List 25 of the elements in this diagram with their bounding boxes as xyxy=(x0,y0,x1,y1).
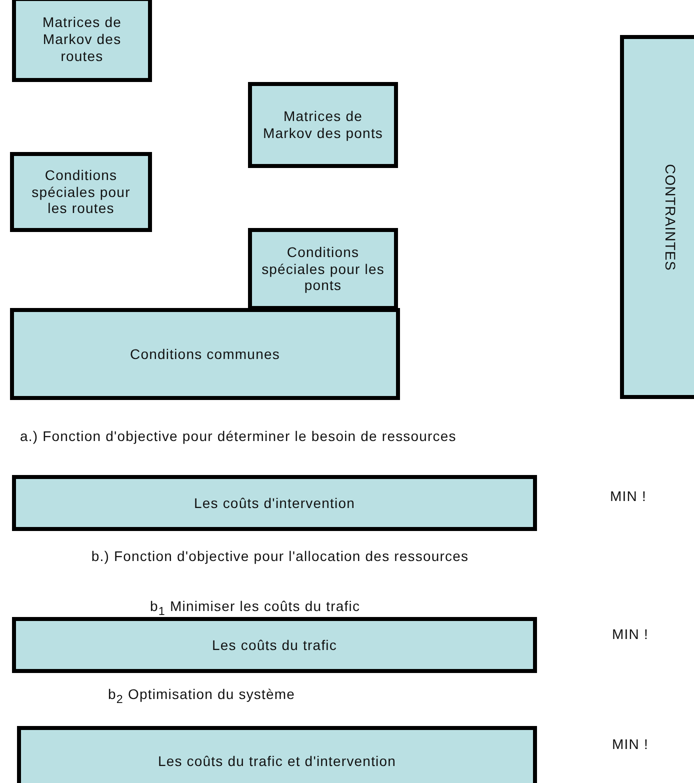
box-label: Conditions spéciales pour les ponts xyxy=(260,244,386,294)
process-box xyxy=(248,228,398,310)
note-text: b.) Fonction d'objective pour l'allocation des ressources xyxy=(90,548,470,564)
process-box xyxy=(620,35,694,399)
box-label: Les coûts du trafic xyxy=(212,636,337,654)
box-label: Conditions communes xyxy=(130,346,280,362)
box-label: CONTRAINTES xyxy=(662,164,678,270)
note-text: b$_{2}$ Optimisation du système xyxy=(108,686,296,706)
note-text: a.) Fonction d'objective pour déterminer le besoin de ressources xyxy=(20,428,458,444)
process-box xyxy=(12,475,537,531)
process-box xyxy=(10,308,400,400)
process-box xyxy=(12,0,152,82)
box-label: Matrices de Markov des ponts xyxy=(262,108,384,142)
process-box xyxy=(10,152,152,232)
process-box xyxy=(17,726,537,783)
box-label: Matrices de Markov des routes xyxy=(42,14,122,65)
box-label: Les coûts du trafic et d'intervention xyxy=(158,752,396,770)
box-label: Les coûts d'intervention xyxy=(194,494,356,512)
process-box xyxy=(12,617,537,673)
process-box xyxy=(248,82,398,168)
note-text: MIN ! xyxy=(612,626,650,642)
note-text: b$_{1}$ Minimiser les coûts du trafic xyxy=(150,598,362,618)
note-text: MIN ! xyxy=(612,736,650,752)
note-text: MIN ! xyxy=(610,488,648,504)
box-label: Conditions spéciales pour les routes xyxy=(30,166,132,218)
